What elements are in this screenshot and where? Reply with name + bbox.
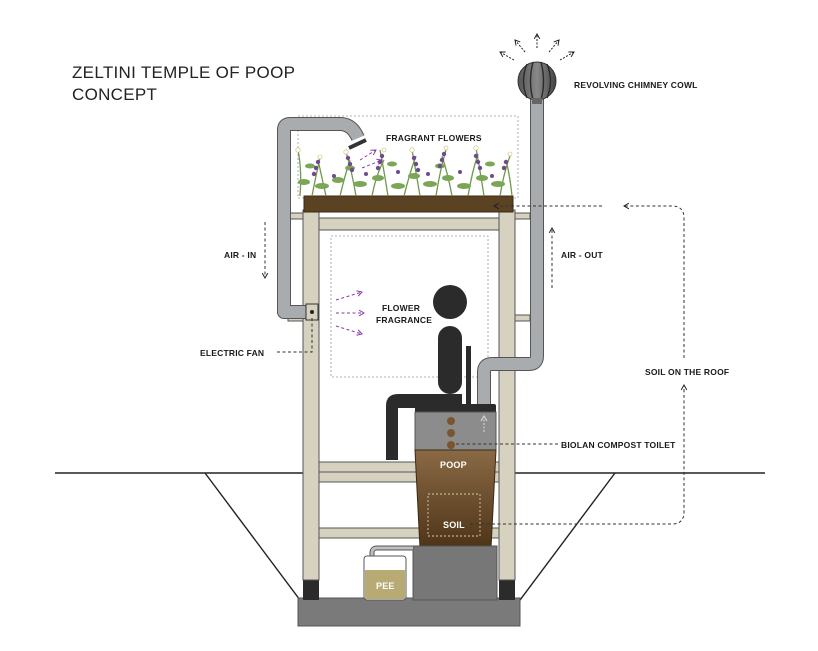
fan-leader xyxy=(276,318,313,353)
window-outline xyxy=(330,235,489,378)
label-fragrant-flowers: FRAGRANT FLOWERS xyxy=(386,133,482,143)
pee-container xyxy=(363,545,413,601)
label-air-in: AIR - IN xyxy=(224,250,256,260)
label-air-out: AIR - OUT xyxy=(561,250,604,260)
label-chimney-cowl: REVOLVING CHIMNEY COWL xyxy=(574,80,698,90)
toilet-pedestal xyxy=(412,545,498,601)
title-line-1: ZELTINI TEMPLE OF POOP xyxy=(72,63,295,82)
fragrant-flowers xyxy=(295,145,513,197)
soil-outline xyxy=(427,493,481,537)
chimney-cowl xyxy=(517,61,557,104)
electric-fan-hub xyxy=(310,310,314,314)
cowl-exhaust-arrows xyxy=(499,33,575,61)
label-flower-fragrance-1: FLOWER xyxy=(382,303,420,313)
concrete-base xyxy=(297,597,521,627)
label-soil: SOIL xyxy=(443,520,465,530)
label-flower-fragrance-2: FRAGRANCE xyxy=(376,315,432,325)
roof-soil-layer xyxy=(303,195,514,213)
wood-frame xyxy=(287,209,531,581)
fragrance-arrows xyxy=(335,149,383,336)
label-compost-toilet: BIOLAN COMPOST TOILET xyxy=(561,440,676,450)
label-poop: POOP xyxy=(440,460,467,470)
label-pee: PEE xyxy=(376,581,395,591)
footing-left xyxy=(303,578,319,600)
air-in-pipe xyxy=(277,117,367,319)
label-soil-on-roof: SOIL ON THE ROOF xyxy=(645,367,729,377)
title-line-2: CONCEPT xyxy=(72,85,157,104)
footing-right xyxy=(499,578,515,600)
chimney-pipe xyxy=(477,98,544,408)
soil-cycle-arrow xyxy=(470,202,688,525)
label-electric-fan: ELECTRIC FAN xyxy=(200,348,264,358)
